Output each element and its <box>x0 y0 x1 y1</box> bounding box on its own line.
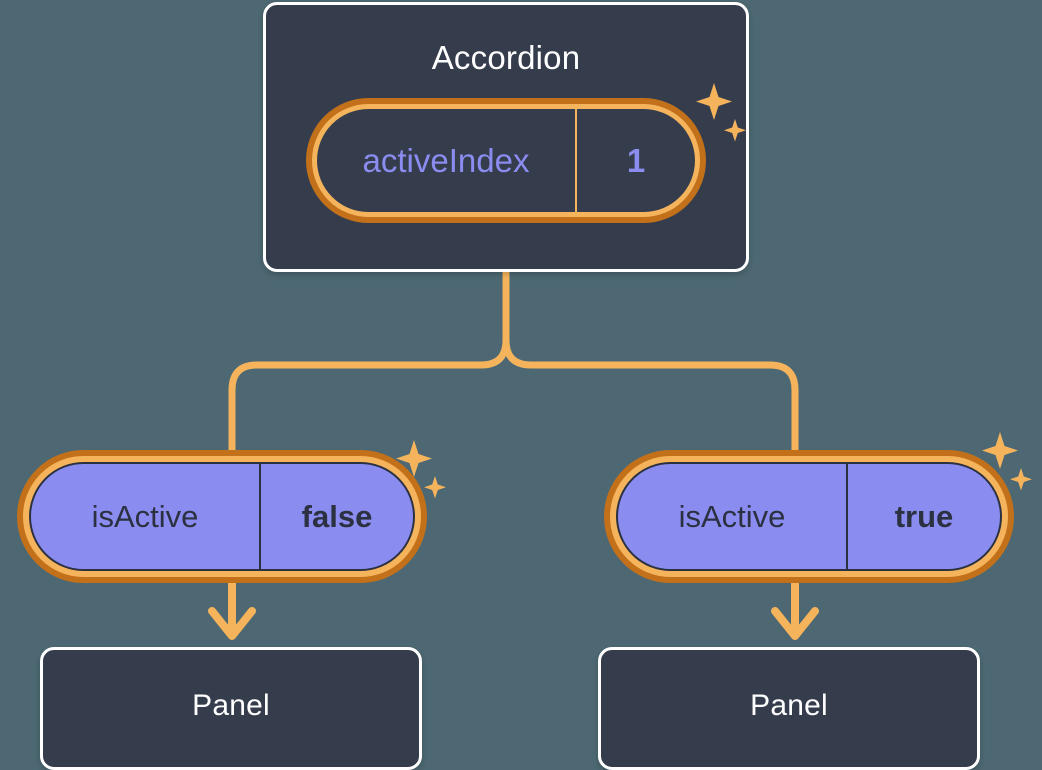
wire-root-to-right <box>502 268 799 456</box>
panel-title-left: Panel <box>192 689 270 722</box>
arrowhead-right <box>771 607 819 640</box>
panel-component-card-left[interactable]: Panel <box>40 647 422 770</box>
state-pill-isactive-true[interactable]: isActive true <box>604 450 1014 583</box>
state-pill-activeindex[interactable]: activeIndex 1 <box>306 98 706 223</box>
pill-key-isactive-true: isActive <box>678 498 786 534</box>
pill-body-activeindex: activeIndex 1 <box>317 109 695 212</box>
pill-value-isactive-true: true <box>846 464 1000 569</box>
arrowhead-left <box>208 607 256 640</box>
state-pill-isactive-false[interactable]: isActive false <box>17 450 427 583</box>
panel-component-card-right[interactable]: Panel <box>598 647 980 770</box>
pill-value-activeindex: 1 <box>575 109 695 212</box>
pill-body-isactive-false: isActive false <box>29 462 415 571</box>
pill-value-isactive-false: false <box>259 464 413 569</box>
pill-key-isactive-false: isActive <box>91 498 199 534</box>
pill-body-isactive-true: isActive true <box>616 462 1002 571</box>
wire-root-to-left <box>228 268 510 456</box>
pill-key-activeindex: activeIndex <box>362 141 530 179</box>
accordion-title: Accordion <box>431 39 581 76</box>
panel-title-right: Panel <box>750 689 828 722</box>
